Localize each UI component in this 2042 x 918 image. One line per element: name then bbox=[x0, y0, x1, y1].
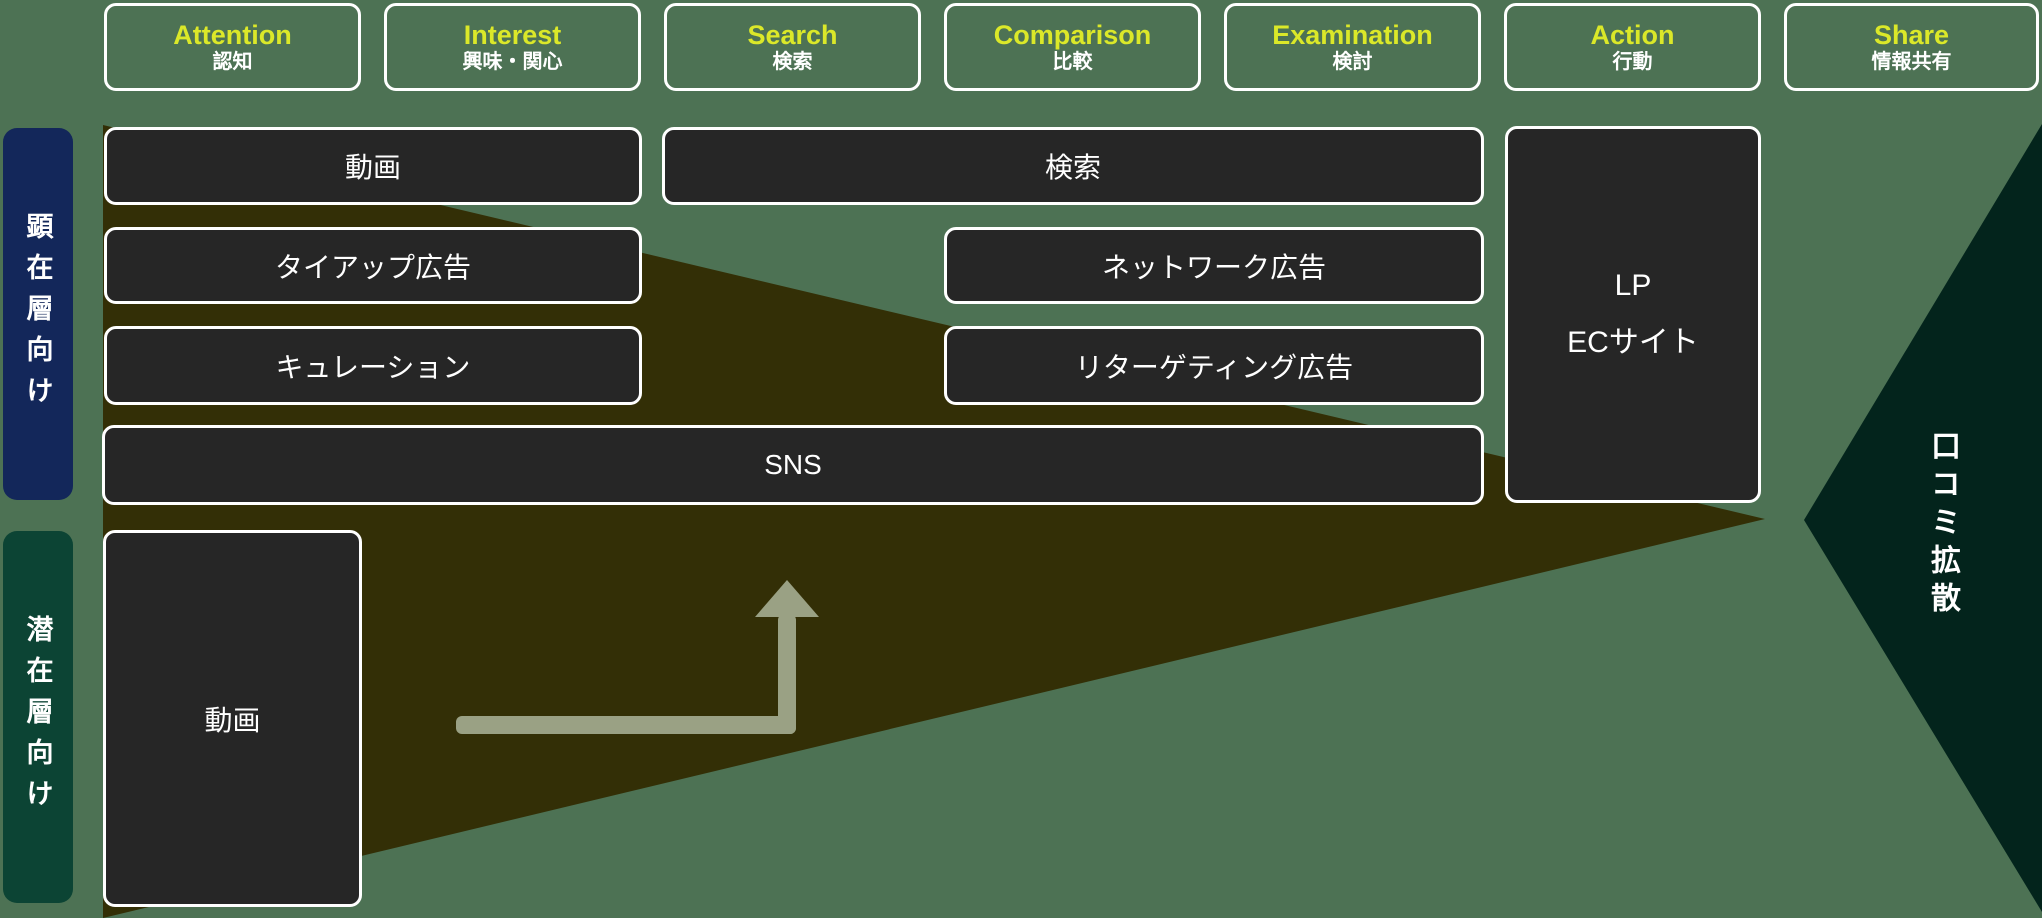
channel-search: 検索 bbox=[662, 127, 1484, 205]
share-chevron-shape bbox=[1804, 124, 2042, 912]
stage-interest-ja: 興味・関心 bbox=[462, 51, 563, 73]
channel-video-top: 動画 bbox=[104, 127, 642, 205]
stage-search-ja: 検索 bbox=[772, 51, 813, 73]
stage-search-en: Search bbox=[747, 20, 838, 50]
stage-attention-en: Attention bbox=[173, 20, 292, 50]
stage-action: Action 行動 bbox=[1504, 3, 1761, 91]
channel-sns: SNS bbox=[102, 425, 1484, 505]
stage-comparison: Comparison 比較 bbox=[944, 3, 1201, 91]
stage-share-en: Share bbox=[1873, 20, 1950, 50]
stage-share-ja: 情報共有 bbox=[1871, 51, 1952, 73]
stage-comparison-ja: 比較 bbox=[1052, 51, 1093, 73]
stage-comparison-en: Comparison bbox=[993, 20, 1152, 50]
stage-interest: Interest 興味・関心 bbox=[384, 3, 641, 91]
stage-attention-ja: 認知 bbox=[212, 51, 253, 73]
arrow-vertical-bar bbox=[778, 614, 796, 734]
lp-line1: LP bbox=[1614, 268, 1652, 302]
arrow-head-icon bbox=[755, 580, 819, 617]
stage-examination: Examination 検討 bbox=[1224, 3, 1481, 91]
audience-label-latent: 潜在層向け bbox=[3, 531, 73, 903]
stage-action-ja: 行動 bbox=[1612, 51, 1653, 73]
channel-lp-ec-site: LP ECサイト bbox=[1505, 126, 1761, 503]
channel-video-bottom: 動画 bbox=[103, 530, 362, 907]
stage-examination-en: Examination bbox=[1272, 20, 1433, 50]
stage-attention: Attention 認知 bbox=[104, 3, 361, 91]
arrow-horizontal-bar bbox=[456, 716, 796, 734]
audience-label-overt: 顕在層向け bbox=[3, 128, 73, 500]
channel-curation: キュレーション bbox=[104, 326, 642, 405]
channel-network-ad: ネットワーク広告 bbox=[944, 227, 1484, 304]
stage-interest-en: Interest bbox=[463, 20, 562, 50]
channel-retargeting-ad: リターゲティング広告 bbox=[944, 326, 1484, 405]
stage-search: Search 検索 bbox=[664, 3, 921, 91]
stage-examination-ja: 検討 bbox=[1332, 51, 1373, 73]
flow-up-arrow bbox=[456, 580, 819, 734]
stage-share: Share 情報共有 bbox=[1784, 3, 2039, 91]
stage-action-en: Action bbox=[1590, 20, 1675, 50]
channel-tieup-ad: タイアップ広告 bbox=[104, 227, 642, 304]
share-spread-label: 口コミ拡散 bbox=[1926, 430, 1959, 620]
lp-line2: ECサイト bbox=[1567, 325, 1699, 359]
